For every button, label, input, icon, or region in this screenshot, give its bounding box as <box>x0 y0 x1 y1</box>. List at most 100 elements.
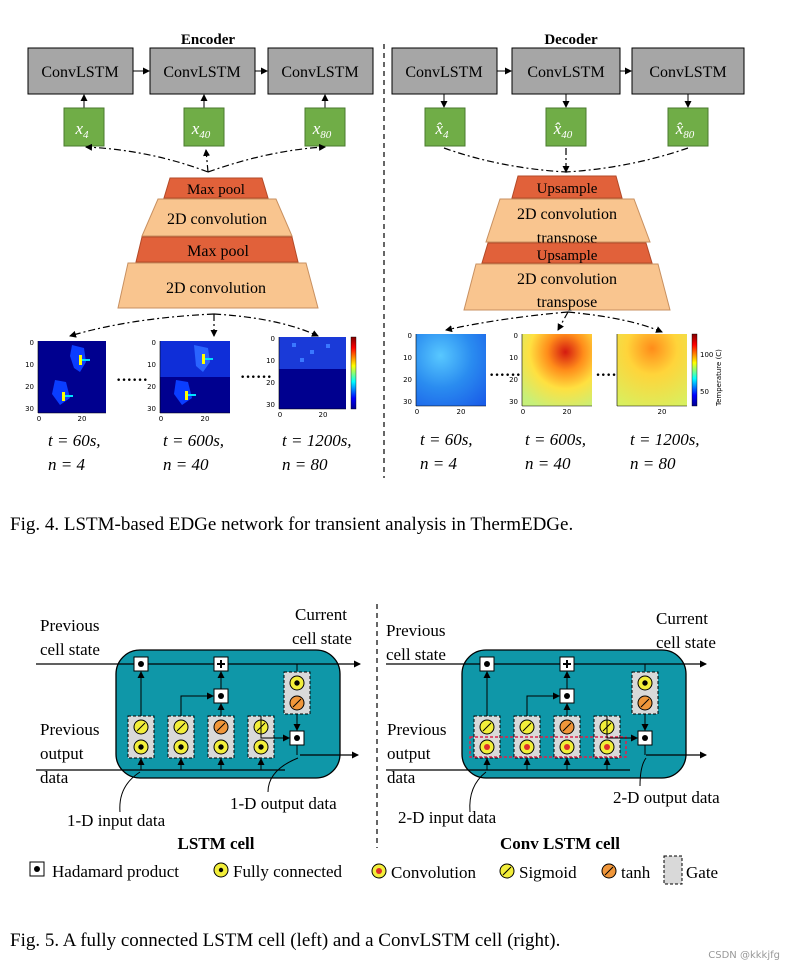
convlstm-prev-output-1: Previous <box>387 720 447 739</box>
power-map-t600-ytick-10: 10 <box>147 361 156 369</box>
convlstm-prev-output-3: data <box>387 768 416 787</box>
enc-caption-n4: n = 4 <box>48 455 85 474</box>
temperature-colorbar <box>691 333 698 407</box>
encoder-conv-1 <box>141 198 293 237</box>
svg-text:······: ······ <box>116 372 148 389</box>
lstm-current-cell-state-1: Current <box>295 605 347 624</box>
svg-text:x40: x40 <box>191 119 211 141</box>
convlstm-prev-cell-state-1: Previous <box>386 621 446 640</box>
temp-map-t600-xtick-20: 20 <box>563 408 572 416</box>
input-x40-symbol: x <box>191 119 200 138</box>
input-x40 <box>183 107 225 147</box>
output-x4-hat-symbol: x̂ <box>434 119 443 138</box>
encoder-convlstm-2 <box>149 47 256 95</box>
fig4-diagram: Encoder Decoder ConvLSTM ConvLSTM ConvLS… <box>10 32 745 535</box>
svg-text:x̂4: x̂4 <box>434 119 449 141</box>
power-colorbar <box>350 336 357 410</box>
temp-map-t600-ytick-30: 30 <box>509 398 518 406</box>
power-map-t600-xtick-20: 20 <box>201 415 210 423</box>
encoder-conv-2 <box>117 262 319 309</box>
encoder-convlstm-1-label: ConvLSTM <box>41 64 118 81</box>
lstm-output-1d: 1-D output data <box>230 794 337 813</box>
temp-map-t60-ytick-30: 30 <box>403 398 412 406</box>
decoder-layer-stack: Upsample 2D convolution transpose Upsamp… <box>463 175 671 311</box>
decoder-convt-2-label2: transpose <box>537 294 597 311</box>
dec-caption-n80: n = 80 <box>630 454 676 473</box>
decoder-time-captions: t = 60s, n = 4 t = 600s, n = 40 t = 1200… <box>420 430 700 473</box>
power-map-t1200-xtick-0: 0 <box>278 411 282 419</box>
input-x4-sub: 4 <box>83 129 89 141</box>
input-x4 <box>63 107 105 147</box>
decoder-upsample-2-label: Upsample <box>537 248 598 264</box>
input-x40-sub: 40 <box>199 129 211 141</box>
legend-tanh: tanh <box>621 863 651 882</box>
encoder-convlstm-3 <box>267 47 374 95</box>
lstm-prev-cell-state-1: Previous <box>40 616 100 635</box>
encoder-maxpool-1-label: Max pool <box>187 182 245 198</box>
convlstm-prev-output-2: output <box>387 744 431 763</box>
legend-gate: Gate <box>686 863 718 882</box>
lstm-current-cell-state-2: cell state <box>292 629 352 648</box>
power-map-t60-ytick-30: 30 <box>25 405 34 413</box>
convolution-highlight <box>469 736 627 758</box>
encoder-time-captions: t = 60s, n = 4 t = 600s, n = 40 t = 1200… <box>48 431 352 474</box>
encoder-title: Encoder <box>181 32 236 48</box>
temp-map-t60-ytick-10: 10 <box>403 354 412 362</box>
gate-icon <box>663 855 683 885</box>
decoder-upsample-1-label: Upsample <box>537 181 598 197</box>
decoder-convt-2-label: 2D convolution <box>517 271 617 288</box>
temp-map-t1200: 20 100 50 Temperature (C) <box>616 333 723 416</box>
power-map-t600-xtick-0: 0 <box>159 415 163 423</box>
lstm-cell-title: LSTM cell <box>178 834 255 853</box>
encoder-convlstm-row: ConvLSTM ConvLSTM ConvLSTM <box>27 47 374 95</box>
decoder-upsample-1 <box>511 175 623 199</box>
power-map-t60-xtick-0: 0 <box>37 415 41 423</box>
power-map-t1200: 0 10 20 30 0 20 <box>266 335 357 419</box>
power-map-t600: 0 10 20 30 0 20 <box>147 339 230 423</box>
temp-map-t60-ytick-20: 20 <box>403 376 412 384</box>
power-map-t1200-ytick-20: 20 <box>266 379 275 387</box>
convlstm-cell-title: Conv LSTM cell <box>500 834 620 853</box>
dec-caption-t1200: t = 1200s, <box>630 430 700 449</box>
input-x80-symbol: x <box>312 119 321 138</box>
temp-map-t60: 0 10 20 30 0 20 <box>403 332 486 416</box>
encoder-heatmaps: 0 10 20 30 0 20 ······ 0 <box>25 335 357 423</box>
decoder-convt-1 <box>485 198 651 243</box>
encoder-convlstm-3-label: ConvLSTM <box>281 64 358 81</box>
lstm-prev-output-1: Previous <box>40 720 100 739</box>
enc-caption-n40: n = 40 <box>163 455 209 474</box>
enc-caption-n80: n = 80 <box>282 455 328 474</box>
encoder-maxpool-1 <box>163 177 269 199</box>
legend-fully-connected: Fully connected <box>233 862 343 881</box>
decoder-convlstm-1-label: ConvLSTM <box>405 64 482 81</box>
svg-text:······: ······ <box>489 367 521 384</box>
svg-text:x4: x4 <box>74 119 89 141</box>
lstm-prev-output-3: data <box>40 768 69 787</box>
encoder-layer-stack: Max pool 2D convolution Max pool 2D conv… <box>117 177 319 309</box>
lstm-cell-diagram: Previous cell state Current cell state P… <box>36 605 361 853</box>
dec-caption-n4: n = 4 <box>420 454 457 473</box>
enc-caption-t60: t = 60s, <box>48 431 101 450</box>
output-x80-hat <box>667 107 709 147</box>
encoder-inputs: x4 x40 x80 <box>63 94 346 147</box>
temp-map-t60-xtick-0: 0 <box>415 408 419 416</box>
power-map-t60-xtick-20: 20 <box>78 415 87 423</box>
decoder-upsample-2 <box>481 242 653 264</box>
decoder-dashdot-connectors <box>443 147 689 333</box>
convlstm-output-2d: 2-D output data <box>613 788 720 807</box>
output-x4-hat <box>424 107 466 147</box>
power-map-t1200-ytick-0: 0 <box>271 335 275 343</box>
encoder-conv-1-label: 2D convolution <box>167 211 267 228</box>
colorbar-tick-100: 100 <box>700 351 713 359</box>
decoder-heatmaps: 0 10 20 30 0 20 ······ 0 10 20 30 0 20 ·… <box>403 332 723 416</box>
encoder-maxpool-2-label: Max pool <box>187 243 249 260</box>
lstm-input-1d: 1-D input data <box>67 811 166 830</box>
temp-map-t600-ytick-20: 20 <box>509 376 518 384</box>
svg-text:x80: x80 <box>312 119 332 141</box>
fig5-diagram: Previous cell state Current cell state P… <box>10 604 780 961</box>
power-map-t1200-ytick-30: 30 <box>266 401 275 409</box>
power-map-t60-ytick-0: 0 <box>30 339 34 347</box>
output-x40-hat-symbol: x̂ <box>553 119 562 138</box>
legend-convolution: Convolution <box>391 863 477 882</box>
